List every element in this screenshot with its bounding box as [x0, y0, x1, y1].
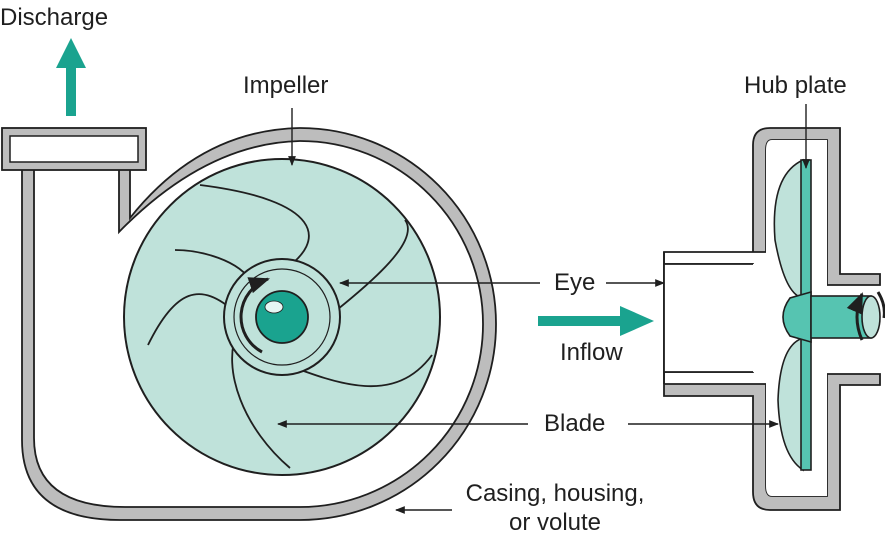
blade-profile-bottom — [777, 336, 804, 472]
blade-label: Blade — [544, 410, 606, 437]
impeller-label: Impeller — [243, 72, 329, 99]
impeller-blade — [327, 219, 409, 318]
casing-label-line1: Casing, housing, — [465, 480, 645, 507]
arrow-right-icon — [538, 306, 654, 336]
pump-side-section — [538, 127, 885, 511]
inflow-label: Inflow — [560, 339, 623, 366]
shaft-rotation-icon — [846, 292, 864, 341]
rotation-arrow-icon — [239, 277, 270, 354]
blade-profile-top — [773, 158, 804, 299]
hub — [782, 290, 812, 344]
casing-volute — [21, 127, 497, 521]
casing-label-line2: or volute — [508, 508, 602, 536]
casing-label: Casing, housing, or volute — [455, 480, 655, 538]
pump-front-view — [1, 38, 497, 521]
eye-label: Eye — [554, 269, 596, 296]
impeller-blade — [199, 184, 310, 272]
shaft-end — [255, 290, 309, 344]
impeller-blade — [147, 293, 237, 346]
arrow-up-icon — [56, 38, 86, 116]
leader-lines — [277, 104, 810, 514]
hub-plate-label: Hub plate — [744, 72, 847, 99]
discharge-label: Discharge — [0, 4, 109, 31]
